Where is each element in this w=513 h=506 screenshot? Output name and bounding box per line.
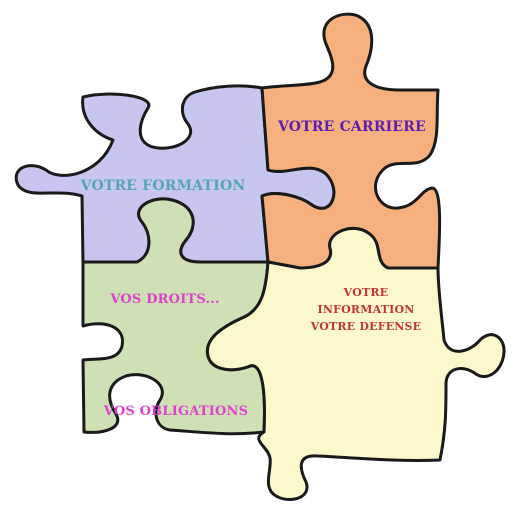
obligations-label: VOS OBLIGATIONS [103, 404, 248, 419]
puzzle-piece-information [205, 226, 506, 501]
carriere-label: VOTRE CARRIERE [277, 119, 426, 135]
puzzle-piece-carriere [260, 12, 442, 270]
formation-label: VOTRE FORMATION [80, 178, 246, 194]
information-line-3: VOTRE DEFENSE [310, 320, 422, 333]
information-line-2: INFORMATION [317, 303, 414, 316]
droits-label: VOS DROITS... [109, 292, 219, 307]
information-line-1: VOTRE [343, 286, 389, 299]
